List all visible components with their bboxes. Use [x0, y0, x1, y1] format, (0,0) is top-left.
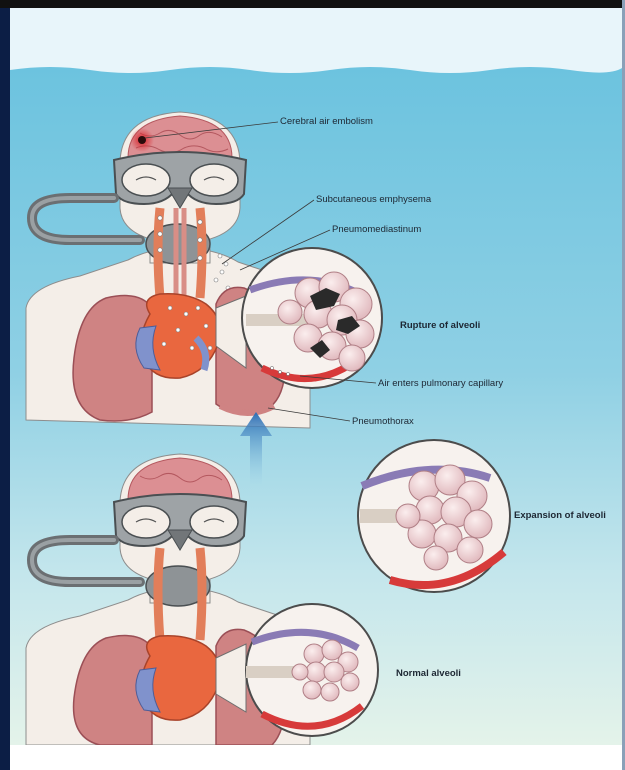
diving-barotrauma-diagram: Cerebral air embolism Subcutaneous emphy…: [10, 8, 622, 745]
label-rupture-of-alveoli: Rupture of alveoli: [400, 320, 480, 331]
label-pneumothorax: Pneumothorax: [352, 416, 414, 427]
label-cerebral-air-embolism: Cerebral air embolism: [280, 116, 373, 127]
label-subcutaneous-emphysema: Subcutaneous emphysema: [316, 194, 432, 205]
label-pneumomediastinum: Pneumomediastinum: [332, 224, 421, 235]
expansion-alveoli-inset: [358, 440, 510, 592]
sky-band: [10, 8, 622, 73]
label-normal-alveoli: Normal alveoli: [396, 668, 461, 679]
label-expansion-of-alveoli: Expansion of alveoli: [514, 510, 606, 521]
top-border: [0, 0, 625, 8]
left-border: [0, 0, 10, 770]
label-air-enters-pulmonary-capillary: Air enters pulmonary capillary: [378, 378, 503, 389]
